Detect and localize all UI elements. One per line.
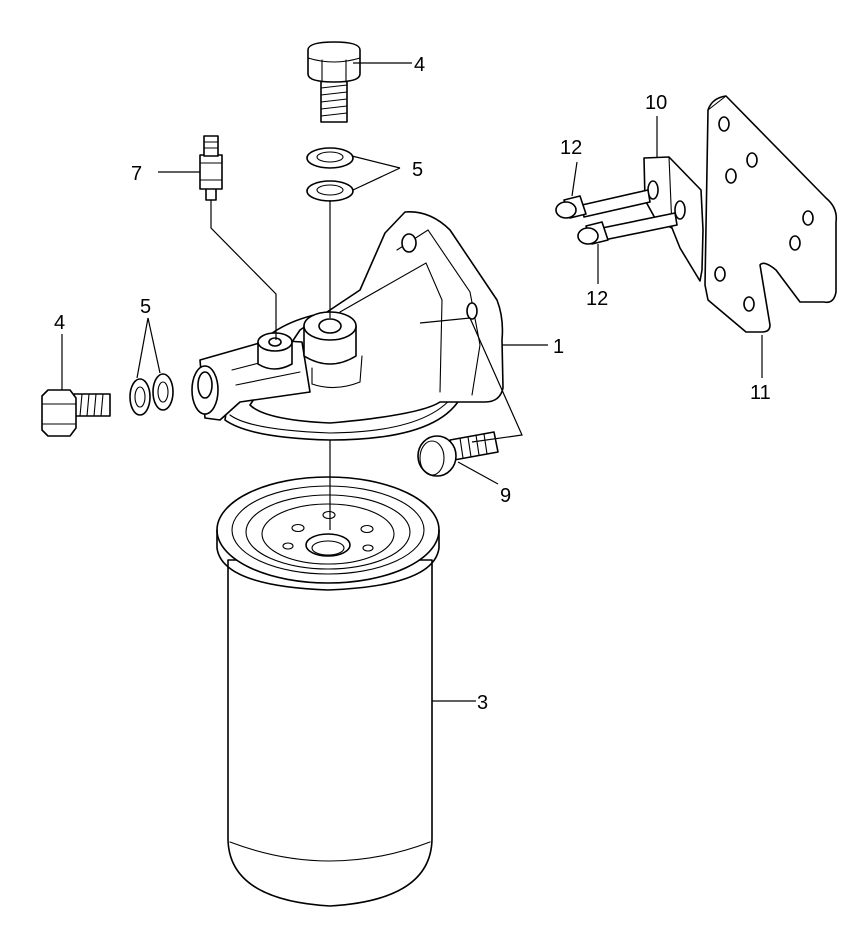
bolts-12 (555, 189, 678, 245)
label-part-4-left: 4 (54, 312, 65, 334)
label-part-12-bottom: 12 (586, 288, 608, 310)
washers-top (306, 147, 354, 202)
label-part-10: 10 (645, 92, 667, 114)
label-part-11: 11 (750, 382, 771, 404)
plate-11 (704, 95, 838, 333)
label-part-5-left: 5 (140, 296, 151, 318)
label-part-1: 1 (553, 336, 564, 358)
fitting (199, 135, 223, 201)
label-part-12-top: 12 (560, 137, 582, 159)
label-part-9: 9 (500, 485, 511, 507)
filter-head (191, 211, 504, 441)
bolt-top (307, 41, 361, 123)
bolt-9 (417, 431, 499, 477)
bolt-left (41, 389, 111, 437)
leader-lines (61, 62, 763, 702)
label-part-3: 3 (477, 692, 488, 714)
callout-labels: 4 5 7 10 12 12 1 11 4 5 9 3 (54, 54, 771, 714)
washers-left (129, 373, 174, 416)
label-part-5-top: 5 (412, 159, 423, 181)
label-part-4-top: 4 (414, 54, 425, 76)
label-part-7: 7 (131, 163, 142, 185)
filter-cartridge (216, 476, 440, 907)
